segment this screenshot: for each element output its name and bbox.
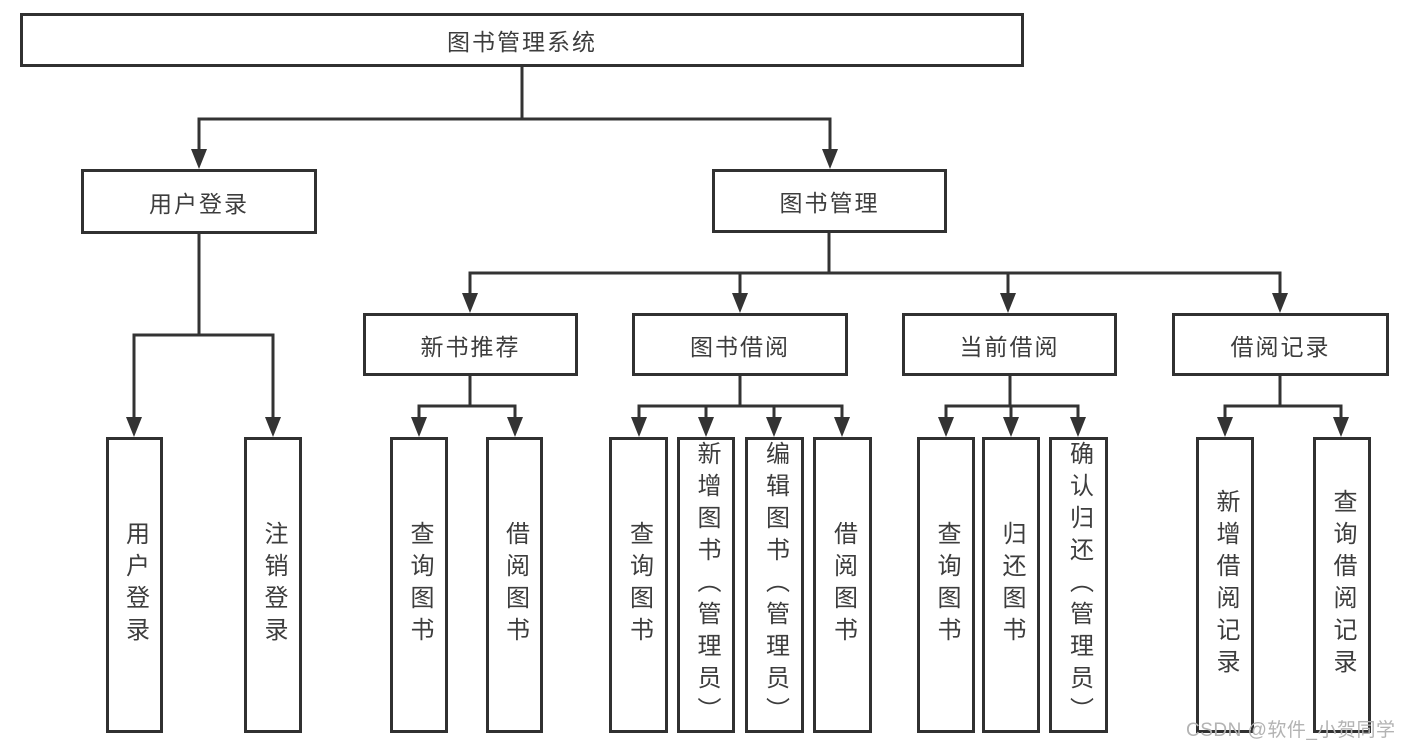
node-leaf-user-login: 用户登录: [106, 437, 163, 733]
node-leaf-add-borrow-record: 新增借阅记录: [1196, 437, 1254, 733]
node-leaf-query-books-2: 查询图书: [609, 437, 668, 733]
node-root: 图书管理系统: [20, 13, 1024, 67]
leaf-label: 注销登录: [260, 521, 287, 649]
leaf-label: 归还图书: [998, 521, 1025, 649]
node-user-login: 用户登录: [81, 169, 317, 234]
node-leaf-confirm-return-admin: 确认归还（管理员）: [1049, 437, 1108, 733]
leaf-label: 查询图书: [933, 521, 960, 649]
node-book-borrow: 图书借阅: [632, 313, 848, 376]
edge-book-borrow-children: [631, 374, 850, 437]
leaf-label: 查询图书: [625, 521, 653, 649]
node-current-borrow: 当前借阅: [902, 313, 1117, 376]
leaf-label: 新增图书（管理员）: [693, 441, 720, 729]
edge-new-book-rec-children: [411, 374, 523, 437]
edge-borrow-records-children: [1217, 374, 1349, 437]
node-leaf-add-books-admin: 新增图书（管理员）: [677, 437, 735, 733]
leaf-label: 借阅图书: [501, 521, 529, 649]
node-leaf-return-books: 归还图书: [982, 437, 1040, 733]
leaf-label: 编辑图书（管理员）: [761, 441, 789, 729]
leaf-label: 确认归还（管理员）: [1065, 441, 1093, 729]
edge-book-mgmt-children: [462, 231, 1288, 313]
node-leaf-query-books-1: 查询图书: [390, 437, 448, 733]
edge-root-children: [191, 65, 838, 169]
edge-current-borrow-children: [938, 374, 1086, 437]
node-leaf-query-books-3: 查询图书: [917, 437, 975, 733]
node-new-book-rec: 新书推荐: [363, 313, 578, 376]
leaf-label: 用户登录: [121, 521, 149, 649]
leaf-label: 借阅图书: [829, 521, 857, 649]
node-leaf-borrow-books-1: 借阅图书: [486, 437, 543, 733]
watermark: CSDN @软件_小贺同学: [1186, 720, 1396, 741]
edge-user-login-children: [126, 232, 281, 437]
node-leaf-borrow-books-2: 借阅图书: [813, 437, 872, 733]
node-leaf-query-borrow-record: 查询借阅记录: [1313, 437, 1371, 733]
leaf-label: 查询借阅记录: [1329, 489, 1356, 681]
leaf-label: 查询图书: [406, 521, 433, 649]
node-book-mgmt: 图书管理: [712, 169, 947, 233]
node-borrow-records: 借阅记录: [1172, 313, 1389, 376]
node-leaf-logout: 注销登录: [244, 437, 302, 733]
node-leaf-edit-books-admin: 编辑图书（管理员）: [745, 437, 804, 733]
leaf-label: 新增借阅记录: [1212, 489, 1239, 681]
